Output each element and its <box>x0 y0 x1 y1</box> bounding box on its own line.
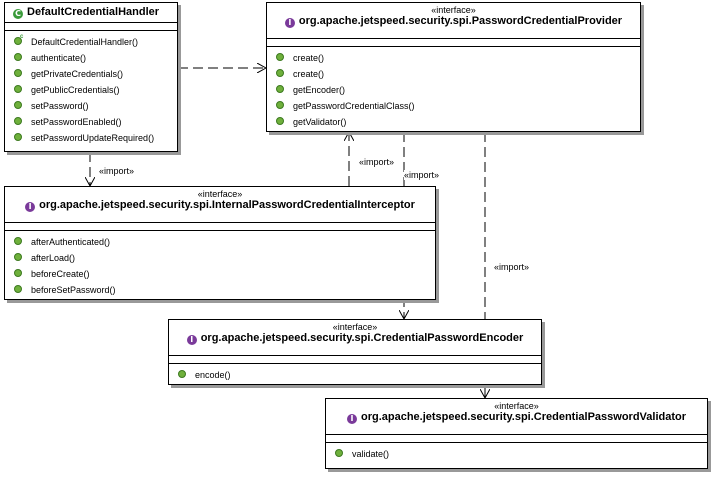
public-method-icon <box>14 237 22 245</box>
public-method-icon <box>276 53 284 61</box>
method-item[interactable]: afterAuthenticated() <box>5 234 435 250</box>
method-item[interactable]: beforeCreate() <box>5 266 435 282</box>
method-item[interactable]: getPasswordCredentialClass() <box>267 98 640 114</box>
stereotype-label: «interface» <box>332 322 378 332</box>
methods-compartment: afterAuthenticated() afterLoad() beforeC… <box>5 231 435 298</box>
interface-icon: I <box>25 202 36 212</box>
public-method-icon <box>14 253 22 261</box>
method-item[interactable]: setPasswordUpdateRequired() <box>5 130 177 146</box>
edge-label-provider-to-encoder: «import» <box>404 170 440 180</box>
fields-compartment <box>326 435 707 443</box>
method-item[interactable]: getEncoder() <box>267 82 640 98</box>
method-item[interactable]: encode() <box>169 367 541 383</box>
public-method-icon <box>276 85 284 93</box>
method-item[interactable]: getPublicCredentials() <box>5 82 177 98</box>
public-method-icon <box>14 133 22 141</box>
public-method-icon <box>276 69 284 77</box>
edge-label-interceptor-to-provider: «import» <box>359 157 395 167</box>
methods-compartment: create() create() getEncoder() getPasswo… <box>267 47 640 130</box>
methods-compartment: encode() <box>169 364 541 383</box>
interface-icon: I <box>186 335 197 345</box>
method-item[interactable]: create() <box>267 50 640 66</box>
method-item[interactable]: create() <box>267 66 640 82</box>
methods-compartment: validate() <box>326 443 707 462</box>
interface-icon: I <box>284 18 295 28</box>
method-item[interactable]: getValidator() <box>267 114 640 130</box>
method-item[interactable]: setPasswordEnabled() <box>5 114 177 130</box>
class-icon: C <box>13 9 23 19</box>
method-item[interactable]: setPassword() <box>5 98 177 114</box>
public-method-icon <box>14 37 22 45</box>
public-method-icon <box>14 101 22 109</box>
method-item[interactable]: validate() <box>326 446 707 462</box>
fields-compartment <box>5 23 177 31</box>
stereotype-label: «interface» <box>197 189 243 199</box>
public-method-icon <box>335 449 343 457</box>
public-method-icon <box>14 85 22 93</box>
edge-label-provider-to-validator: «import» <box>494 262 530 272</box>
method-item[interactable]: beforeSetPassword() <box>5 282 435 298</box>
stereotype-label: «interface» <box>431 5 476 15</box>
stereotype-label: «interface» <box>494 401 539 411</box>
method-item[interactable]: getPrivateCredentials() <box>5 66 177 82</box>
interface-icon: I <box>346 414 357 424</box>
constructor-icon: c <box>20 34 24 40</box>
fields-compartment <box>5 223 435 231</box>
method-item[interactable]: authenticate() <box>5 50 177 66</box>
public-method-icon <box>178 370 186 378</box>
edge-label-handler-to-interceptor: «import» <box>99 166 135 176</box>
public-method-icon <box>276 117 284 125</box>
public-method-icon <box>14 53 22 61</box>
public-method-icon <box>14 285 22 293</box>
public-method-icon <box>276 101 284 109</box>
public-method-icon <box>14 269 22 277</box>
public-method-icon <box>14 69 22 77</box>
fields-compartment <box>169 356 541 364</box>
method-item[interactable]: afterLoad() <box>5 250 435 266</box>
fields-compartment <box>267 39 640 47</box>
public-method-icon <box>14 117 22 125</box>
